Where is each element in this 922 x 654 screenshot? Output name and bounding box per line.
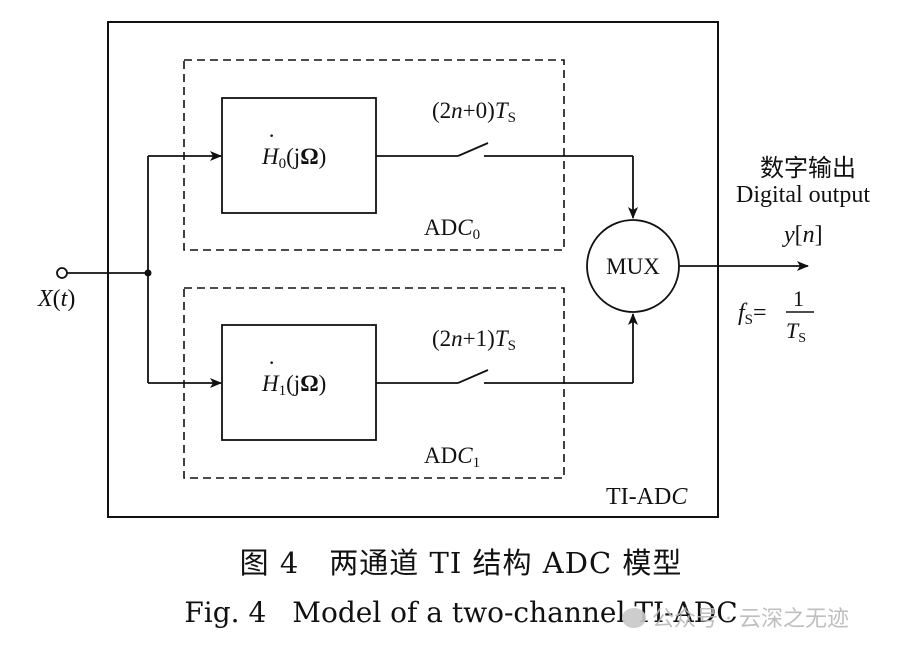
caption-english: Fig. 4 Model of a two-channel TI-ADC xyxy=(0,596,922,629)
filter1-dot: · xyxy=(268,350,275,375)
output-signal-label: y[n] xyxy=(782,222,823,248)
adc1-label: ADC1 xyxy=(424,443,480,471)
watermark: 公众号 · 云深之无迹 xyxy=(622,601,849,633)
filter1-label: H1(jΩ) xyxy=(261,371,326,399)
ti-adc-outer-box xyxy=(107,21,719,518)
svg-text:1: 1 xyxy=(793,286,804,311)
ch1-sample-label: (2n+1)TS xyxy=(432,326,516,354)
caption-cn-title: 两通道 TI 结构 ADC 模型 xyxy=(329,546,683,580)
output-cn-label: 数字输出 xyxy=(760,154,856,182)
output-en-label: Digital output xyxy=(736,182,870,208)
caption-en-fig: Fig. 4 xyxy=(184,596,267,629)
input-label: X(t) xyxy=(37,286,75,312)
caption-chinese: 图 4 两通道 TI 结构 ADC 模型 xyxy=(0,540,922,582)
ti-adc-label: TI-ADC xyxy=(606,484,688,510)
adc0-dashed-box xyxy=(183,59,565,251)
adc0-label: ADC0 xyxy=(424,215,480,243)
caption-cn-fig: 图 4 xyxy=(239,546,300,580)
svg-text:TS: TS xyxy=(786,318,806,346)
watermark-text: 公众号 · 云深之无迹 xyxy=(652,607,849,632)
filter0-dot: · xyxy=(268,123,275,148)
filter0-label: H0(jΩ) xyxy=(261,144,326,172)
filter0-box xyxy=(221,97,377,214)
mux-label: MUX xyxy=(606,254,660,279)
ch1-switch xyxy=(457,369,489,384)
input-terminal xyxy=(56,267,68,279)
sampling-rate-label: fS= 1 TS xyxy=(738,286,814,346)
diagram-canvas: TI-ADC H0(jΩ) · H1(jΩ) · X(t) (2n+0)TS (… xyxy=(37,21,870,518)
ch0-switch xyxy=(457,142,489,157)
caption-en-title: Model of a two-channel TI-ADC xyxy=(292,596,738,629)
filter1-box xyxy=(221,324,377,441)
wechat-icon xyxy=(622,608,646,628)
ch0-sample-label: (2n+0)TS xyxy=(432,98,516,126)
svg-text:fS=: fS= xyxy=(738,300,767,328)
